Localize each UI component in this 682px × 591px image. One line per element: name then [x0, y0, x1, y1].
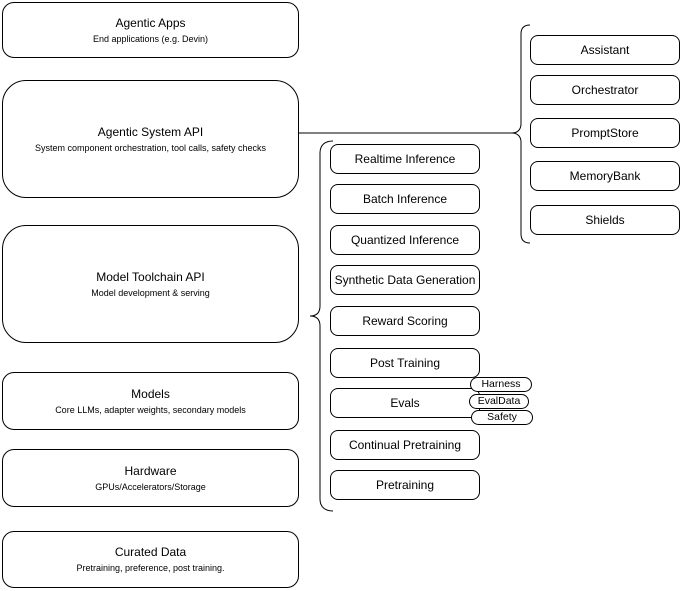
node-subtitle: GPUs/Accelerators/Storage	[95, 481, 206, 492]
node-label: Shields	[585, 213, 625, 227]
node-post-training: Post Training	[330, 348, 480, 378]
node-subtitle: Core LLMs, adapter weights, secondary mo…	[55, 404, 246, 415]
node-model-toolchain-api: Model Toolchain API Model development & …	[2, 225, 299, 343]
node-title: Models	[131, 386, 170, 401]
node-promptstore: PromptStore	[530, 118, 680, 148]
node-continual-pretraining: Continual Pretraining	[330, 430, 480, 460]
node-orchestrator: Orchestrator	[530, 75, 680, 105]
pill-harness: Harness	[470, 377, 532, 392]
pill-evaldata: EvalData	[469, 394, 529, 409]
node-synthetic-data-generation: Synthetic Data Generation	[330, 265, 480, 295]
node-label: Orchestrator	[571, 83, 639, 97]
node-label: Reward Scoring	[362, 314, 448, 328]
pill-label: EvalData	[477, 395, 521, 407]
node-label: Batch Inference	[362, 192, 448, 206]
node-label: Post Training	[369, 356, 441, 370]
node-agentic-apps: Agentic Apps End applications (e.g. Devi…	[2, 2, 299, 58]
node-title: Curated Data	[114, 545, 187, 559]
node-subtitle: End applications (e.g. Devin)	[92, 33, 209, 44]
pill-safety: Safety	[471, 410, 533, 425]
node-title: Agentic Apps	[115, 15, 186, 30]
node-evals: Evals	[330, 388, 480, 418]
node-hardware: Hardware GPUs/Accelerators/Storage	[2, 449, 299, 507]
node-realtime-inference: Realtime Inference	[330, 144, 480, 174]
node-quantized-inference: Quantized Inference	[330, 225, 480, 255]
node-label: Evals	[390, 396, 420, 410]
node-label: Synthetic Data Generation	[334, 273, 476, 287]
pill-label: Harness	[481, 378, 521, 390]
components-brace-icon	[511, 24, 531, 244]
node-batch-inference: Batch Inference	[330, 184, 480, 214]
node-subtitle: System component orchestration, tool cal…	[34, 142, 267, 153]
node-label: Continual Pretraining	[348, 438, 462, 452]
node-label: Pretraining	[375, 478, 435, 492]
node-label: Assistant	[580, 43, 630, 57]
node-memorybank: MemoryBank	[530, 161, 680, 191]
node-shields: Shields	[530, 205, 680, 235]
node-assistant: Assistant	[530, 35, 680, 65]
node-reward-scoring: Reward Scoring	[330, 306, 480, 336]
node-subtitle: Pretraining, preference, post training.	[76, 563, 225, 573]
pill-label: Safety	[487, 411, 517, 423]
node-subtitle: Model development & serving	[91, 287, 210, 298]
node-pretraining: Pretraining	[330, 470, 480, 500]
node-label: PromptStore	[571, 126, 639, 140]
node-curated-data: Curated Data Pretraining, preference, po…	[2, 531, 299, 588]
node-label: Quantized Inference	[350, 233, 460, 247]
node-title: Hardware	[124, 463, 177, 478]
node-title: Agentic System API	[97, 124, 204, 139]
node-title: Model Toolchain API	[96, 269, 205, 284]
node-label: Realtime Inference	[354, 152, 456, 166]
node-models: Models Core LLMs, adapter weights, secon…	[2, 372, 299, 430]
node-label: MemoryBank	[569, 169, 641, 183]
node-agentic-system-api: Agentic System API System component orch…	[2, 80, 299, 198]
